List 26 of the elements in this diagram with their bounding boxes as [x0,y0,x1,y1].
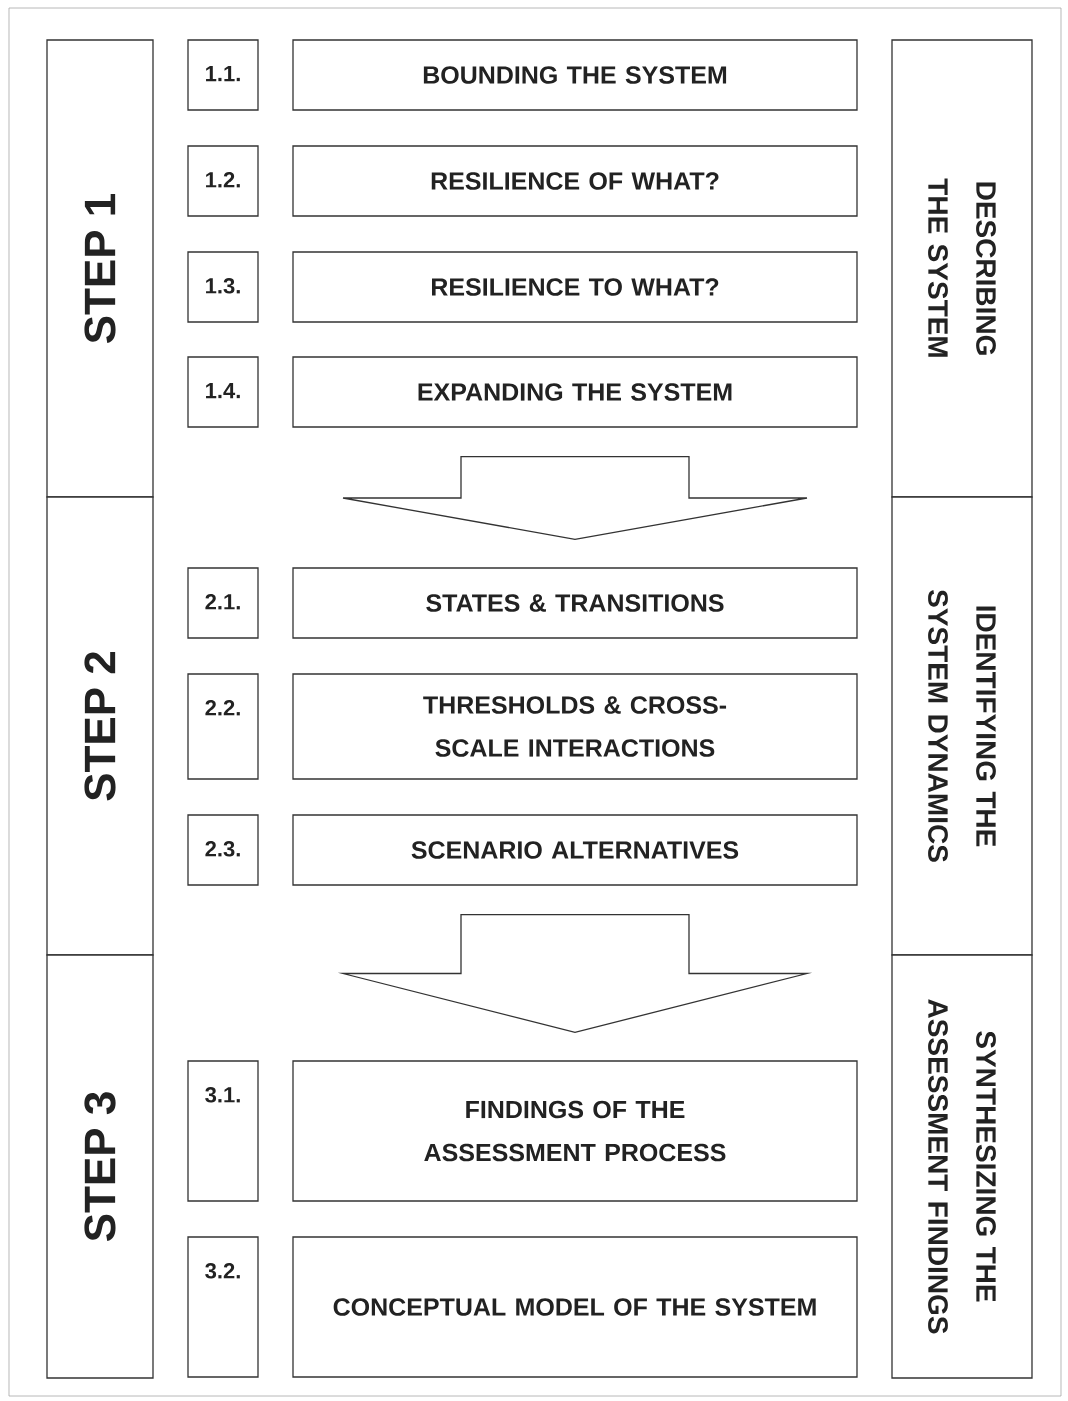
process-box: RESILIENCE OF WHAT? [292,145,858,217]
phase-box: DESCRIBING THE SYSTEM [891,39,1033,498]
step-box: STEP 1 [46,39,154,498]
number-box: 1.3. [187,251,259,323]
block-arrow [342,456,808,541]
number-box: 3.1. [187,1060,259,1202]
process-box: BOUNDING THE SYSTEM [292,39,858,111]
phase-box: SYNTHESIZING THE ASSESSMENT FINDINGS [891,954,1033,1379]
step-box: STEP 2 [46,496,154,956]
process-box: CONCEPTUAL MODEL OF THE SYSTEM [292,1236,858,1378]
number-box: 1.4. [187,356,259,428]
number-box: 2.3. [187,814,259,886]
process-box: FINDINGS OF THE ASSESSMENT PROCESS [292,1060,858,1202]
process-box: THRESHOLDS & CROSS-SCALE INTERACTIONS [292,673,858,780]
number-box: 2.1. [187,567,259,639]
block-arrow [337,914,813,1034]
process-box: EXPANDING THE SYSTEM [292,356,858,428]
phase-box: IDENTIFYING THE SYSTEM DYNAMICS [891,496,1033,956]
process-box: SCENARIO ALTERNATIVES [292,814,858,886]
number-box: 1.2. [187,145,259,217]
number-box: 1.1. [187,39,259,111]
number-box: 2.2. [187,673,259,780]
process-box: RESILIENCE TO WHAT? [292,251,858,323]
process-box: STATES & TRANSITIONS [292,567,858,639]
step-box: STEP 3 [46,954,154,1379]
number-box: 3.2. [187,1236,259,1378]
